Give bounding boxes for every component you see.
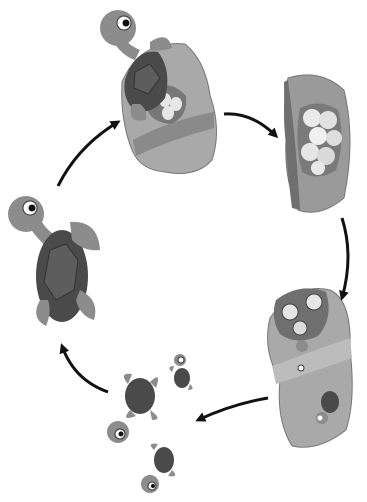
hatchling-eye (298, 365, 304, 371)
arrow-stage2-to-stage3 (342, 218, 348, 298)
turtle-pupil (123, 20, 130, 27)
broken-egg (282, 304, 298, 320)
egg (309, 127, 327, 145)
stage-adult-swimming (8, 196, 100, 326)
hatchling-eye (318, 416, 323, 421)
hatchling (169, 354, 192, 390)
egg (162, 106, 174, 120)
hatchling-head (296, 340, 308, 352)
stage-egg-clutch (284, 75, 350, 212)
stage-hatchlings-emerging (268, 288, 353, 447)
arrow-stage1-to-stage2 (224, 114, 276, 136)
arrow-stage5-to-stage1 (58, 122, 118, 186)
hatchling (141, 444, 175, 493)
egg (301, 143, 319, 161)
egg (326, 130, 342, 146)
stage-hatchlings-to-sea (107, 354, 193, 493)
turtle-flipper (76, 290, 95, 320)
hatchling (107, 374, 158, 443)
hatchling-shell (321, 391, 339, 413)
turtle-flipper (36, 300, 49, 326)
broken-egg (306, 294, 322, 310)
broken-egg (293, 321, 307, 335)
turtle-flipper (150, 37, 172, 50)
stage-adult-nesting (100, 10, 217, 174)
turtle-pupil (29, 205, 36, 212)
arrow-stage4-to-stage5 (62, 346, 108, 392)
egg (319, 111, 337, 129)
egg (303, 109, 321, 127)
arrow-stage3-to-stage4 (198, 398, 268, 420)
egg (311, 161, 325, 175)
